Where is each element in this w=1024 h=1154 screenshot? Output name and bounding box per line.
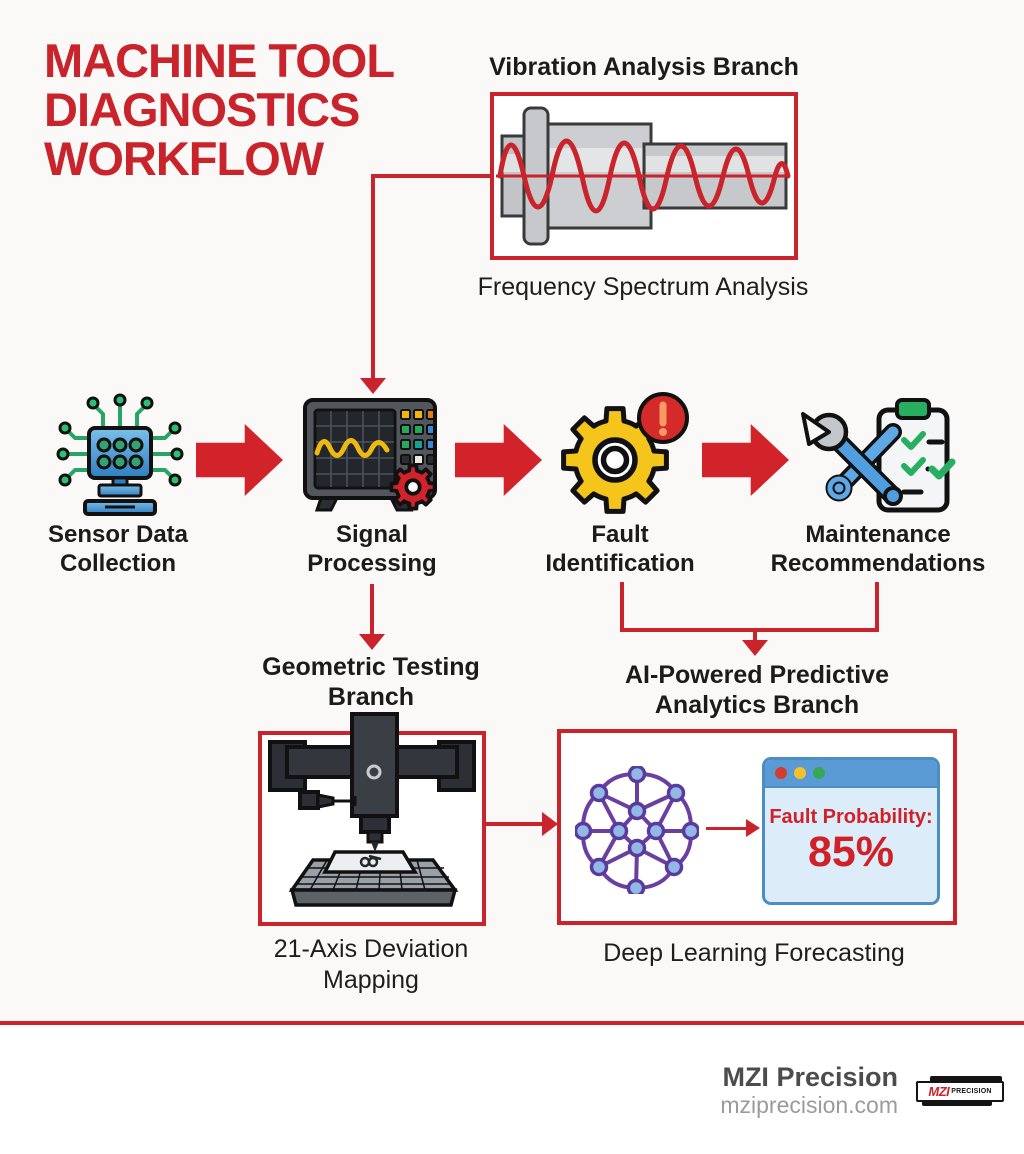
step-label-signal-line-1: Signal bbox=[335, 521, 408, 548]
ai-branch-title: AI-Powered Predictive Analytics Branch bbox=[597, 660, 917, 720]
step-label-fault: Fault Identification bbox=[505, 520, 735, 578]
step-label-signal: Signal Processing bbox=[257, 520, 487, 578]
connector-bracket-stub bbox=[753, 632, 757, 640]
footer-text: MZI Precision mziprecision.com bbox=[598, 1062, 898, 1118]
geometric-branch-title-line-2: Branch bbox=[327, 683, 415, 711]
titlebar-dot-red bbox=[775, 767, 787, 779]
logo-center-band: MZI PRECISION bbox=[916, 1081, 1004, 1102]
browser-window: Fault Probability: 85% bbox=[762, 757, 940, 905]
ai-branch-title-line-1: AI-Powered Predictive bbox=[625, 661, 889, 689]
footer-website: mziprecision.com bbox=[720, 1092, 898, 1118]
connector-fault-vertical bbox=[620, 582, 624, 632]
browser-titlebar bbox=[765, 760, 937, 788]
flow-arrow-3 bbox=[702, 424, 789, 496]
geometric-branch-title: Geometric Testing Branch bbox=[251, 652, 491, 712]
logo-top-bar bbox=[930, 1076, 1002, 1083]
neural-network-icon bbox=[575, 766, 699, 894]
footer-background bbox=[0, 1025, 1024, 1154]
page-title-line-1: MACHINE TOOL bbox=[44, 34, 395, 87]
oscilloscope-icon bbox=[303, 398, 437, 512]
titlebar-dot-green bbox=[813, 767, 825, 779]
footer-divider bbox=[0, 1021, 1024, 1025]
connector-maintenance-vertical bbox=[875, 582, 879, 632]
vibration-branch-box bbox=[490, 92, 798, 260]
flow-arrow-1 bbox=[196, 424, 283, 496]
titlebar-dot-yellow bbox=[794, 767, 806, 779]
step-label-maintenance: Maintenance Recommendations bbox=[763, 520, 993, 578]
spindle-vibration-wave-icon bbox=[496, 106, 791, 246]
logo-precision-text: PRECISION bbox=[951, 1088, 992, 1095]
connector-signal-geometric-arrowhead bbox=[359, 634, 385, 650]
connector-vibration-arrowhead bbox=[360, 378, 386, 394]
mzi-precision-logo: MZI PRECISION bbox=[916, 1076, 1004, 1106]
connector-network-browser-arrowhead bbox=[746, 819, 760, 837]
connector-vibration-horizontal bbox=[371, 174, 490, 178]
vibration-branch-caption: Frequency Spectrum Analysis bbox=[477, 273, 809, 301]
fault-probability-label: Fault Probability: bbox=[769, 806, 933, 828]
footer-company-name: MZI Precision bbox=[722, 1062, 898, 1092]
step-label-sensor: Sensor Data Collection bbox=[3, 520, 233, 578]
gear-alert-icon bbox=[561, 392, 689, 514]
tools-checklist-icon bbox=[801, 398, 956, 513]
ai-branch-title-line-2: Analytics Branch bbox=[654, 691, 860, 719]
step-label-fault-line-2: Identification bbox=[545, 550, 695, 577]
logo-mzi-text: MZI bbox=[928, 1084, 950, 1099]
ai-branch-caption: Deep Learning Forecasting bbox=[603, 939, 905, 967]
page-title: MACHINE TOOL DIAGNOSTICS WORKFLOW bbox=[44, 36, 484, 183]
step-label-sensor-line-1: Sensor Data bbox=[47, 521, 189, 548]
geometric-branch-title-line-1: Geometric Testing bbox=[262, 653, 480, 681]
step-label-maintenance-line-2: Recommendations bbox=[770, 550, 986, 577]
flow-arrow-2 bbox=[455, 424, 542, 496]
geometric-branch-caption: 21-Axis Deviation Mapping bbox=[251, 934, 491, 996]
connector-geometric-ai-arrowhead bbox=[542, 812, 558, 836]
page-title-line-2: DIAGNOSTICS bbox=[44, 83, 360, 136]
page-title-line-3: WORKFLOW bbox=[44, 132, 324, 185]
geometric-branch-caption-line-1: 21-Axis Deviation bbox=[273, 935, 469, 963]
logo-bottom-bar bbox=[922, 1100, 992, 1106]
vibration-branch-title: Vibration Analysis Branch bbox=[489, 53, 799, 81]
geometric-branch-caption-line-2: Mapping bbox=[323, 966, 419, 994]
step-label-fault-line-1: Fault bbox=[591, 521, 649, 548]
step-label-maintenance-line-1: Maintenance bbox=[805, 521, 951, 548]
step-label-signal-line-2: Processing bbox=[307, 550, 437, 577]
step-label-sensor-line-2: Collection bbox=[59, 550, 176, 577]
connector-network-browser bbox=[706, 827, 746, 830]
connector-bracket-arrowhead bbox=[742, 640, 768, 656]
cmm-machine-icon bbox=[268, 712, 476, 907]
connector-signal-geometric bbox=[370, 584, 374, 634]
red-gear-icon bbox=[389, 463, 437, 511]
fault-probability-value: 85% bbox=[807, 828, 895, 876]
sensor-network-icon bbox=[56, 393, 184, 516]
connector-vibration-vertical bbox=[371, 174, 375, 378]
connector-bracket-horizontal bbox=[620, 628, 879, 632]
connector-geometric-ai bbox=[486, 822, 542, 826]
